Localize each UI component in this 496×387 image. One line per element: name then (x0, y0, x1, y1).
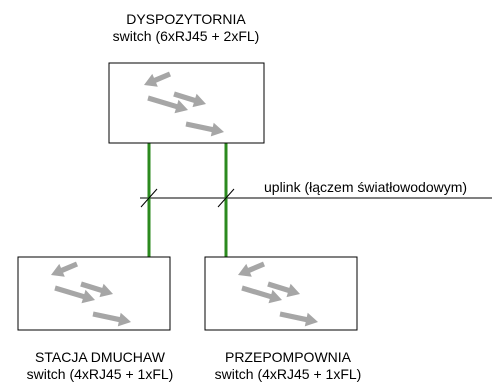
arrow-shape (173, 91, 206, 108)
arrow-shape (51, 261, 78, 277)
switch-spec: switch (4xRJ45 + 1xFL) (26, 366, 174, 382)
fiber-tick-left (140, 188, 158, 208)
arrow-shape (279, 311, 318, 327)
switch-spec: switch (6xRJ45 + 2xFL) (112, 28, 260, 44)
switch-label-dyspozytornia: DYSPOZYTORNIA switch (6xRJ45 + 2xFL) (86, 11, 286, 45)
arrow-shape (144, 71, 171, 87)
switch-name: DYSPOZYTORNIA (126, 11, 246, 27)
switch-label-stacja-dmuchaw: STACJA DMUCHAW switch (4xRJ45 + 1xFL) (0, 349, 200, 383)
arrow-shape (267, 281, 300, 298)
switch-box-dyspozytornia (108, 62, 265, 144)
arrow-shape (185, 121, 224, 137)
switch-name: STACJA DMUCHAW (35, 349, 165, 365)
uplink-label: uplink (łączem światłowodowym) (264, 179, 468, 195)
arrow-shape (241, 285, 282, 304)
switch-arrows-icon (51, 261, 131, 327)
switch-arrows-icon (238, 261, 318, 327)
switch-box-stacja-dmuchaw (17, 256, 171, 331)
switch-label-przepompownia: PRZEPOMPOWNIA switch (4xRJ45 + 1xFL) (188, 349, 388, 383)
arrow-shape (54, 285, 95, 304)
switch-box-przepompownia (204, 256, 358, 331)
arrow-shape (80, 281, 113, 298)
arrow-shape (92, 311, 131, 327)
switch-spec: switch (4xRJ45 + 1xFL) (214, 366, 362, 382)
arrow-shape (238, 261, 265, 277)
fiber-tick-right (217, 188, 235, 208)
arrow-shape (147, 95, 188, 114)
switch-name: PRZEPOMPOWNIA (224, 349, 351, 365)
switch-arrows-icon (144, 71, 224, 137)
